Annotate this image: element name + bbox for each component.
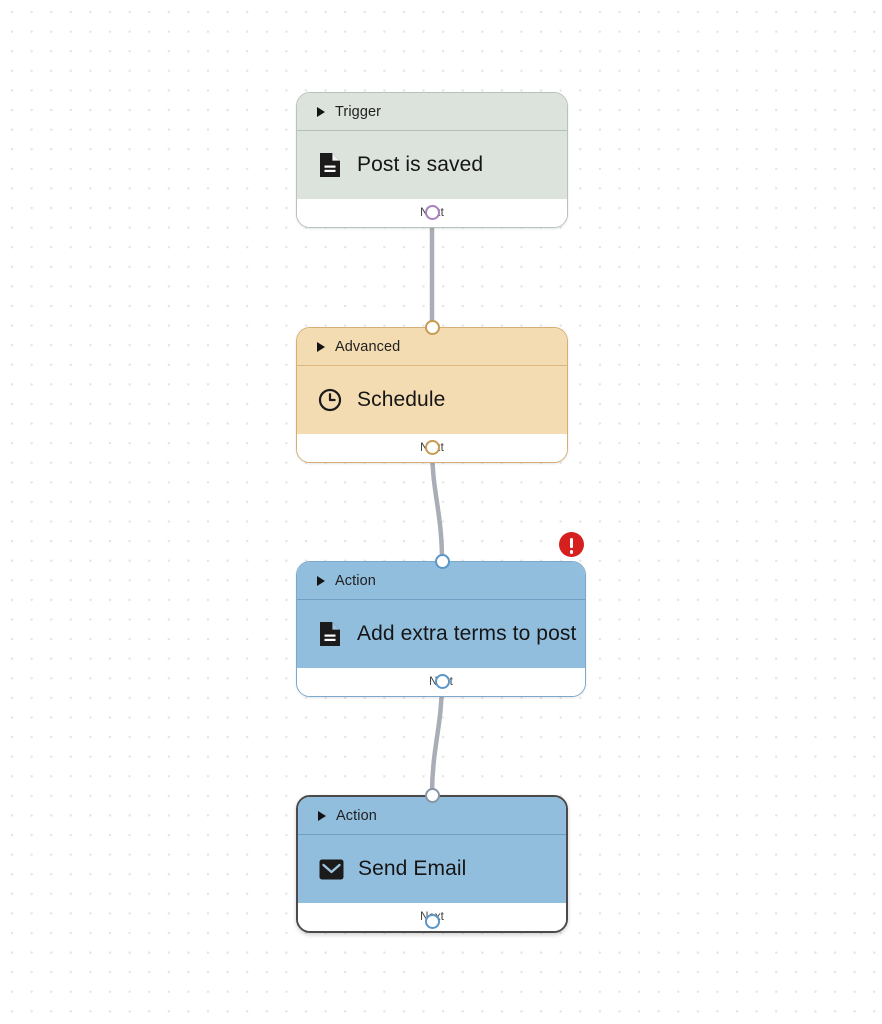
edge-action-to-send-email <box>429 678 445 798</box>
node-body[interactable]: Add extra terms to post <box>297 600 585 668</box>
document-icon <box>317 152 343 178</box>
chevron-right-icon[interactable] <box>317 575 325 586</box>
node-header-label: Trigger <box>335 103 382 120</box>
clock-icon <box>317 387 343 413</box>
chevron-right-icon[interactable] <box>317 341 325 352</box>
node-body[interactable]: Post is saved <box>297 131 567 199</box>
node-title: Send Email <box>358 857 467 880</box>
exclamation-icon <box>569 538 574 554</box>
node-header-label: Advanced <box>335 338 401 355</box>
document-icon <box>317 621 343 647</box>
node-title: Post is saved <box>357 153 484 176</box>
output-port-action-add-extra-terms[interactable] <box>434 673 450 689</box>
node-title: Schedule <box>357 388 446 411</box>
input-port-action-add-extra-terms[interactable] <box>434 553 450 569</box>
node-header[interactable]: Action <box>298 797 566 835</box>
node-action-send-email[interactable]: Action Send Email Next <box>296 795 568 933</box>
output-port-advanced[interactable] <box>424 439 440 455</box>
node-title: Add extra terms to post <box>357 622 577 645</box>
output-port-trigger[interactable] <box>424 204 440 220</box>
error-badge[interactable] <box>559 532 584 557</box>
chevron-right-icon[interactable] <box>318 810 326 821</box>
chevron-right-icon[interactable] <box>317 106 325 117</box>
output-port-action-send-email[interactable] <box>424 913 440 929</box>
node-body[interactable]: Schedule <box>297 366 567 434</box>
node-header-label: Action <box>336 807 377 824</box>
node-header[interactable]: Trigger <box>297 93 567 131</box>
edge-advanced-to-action <box>429 444 445 564</box>
input-port-action-send-email[interactable] <box>424 787 440 803</box>
node-body[interactable]: Send Email <box>298 835 566 903</box>
input-port-advanced[interactable] <box>424 319 440 335</box>
node-trigger-post-is-saved[interactable]: Trigger Post is saved Next <box>296 92 568 228</box>
envelope-icon <box>318 856 344 882</box>
node-header-label: Action <box>335 572 376 589</box>
